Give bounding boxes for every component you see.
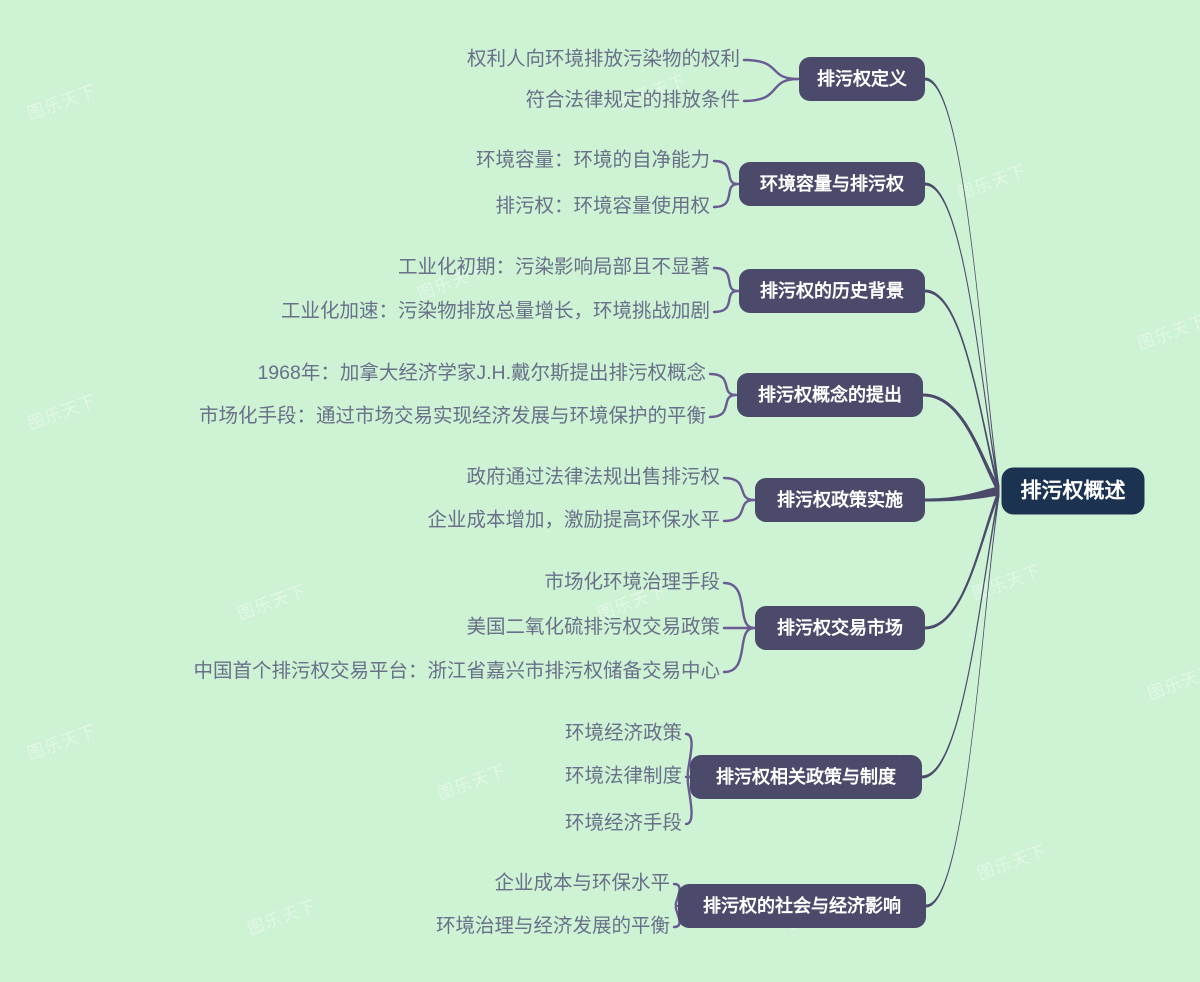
watermark-text: 图乐天下 <box>1135 311 1200 353</box>
watermark-text: 图乐天下 <box>245 896 319 938</box>
branch-node[interactable]: 排污权政策实施 <box>755 478 925 522</box>
branch-node-background <box>739 269 925 313</box>
branch-node[interactable]: 排污权概念的提出 <box>737 373 923 417</box>
branch-node-background <box>678 884 926 928</box>
sub-connector-3-2 <box>712 289 740 314</box>
sub-connector-1-1 <box>742 58 800 81</box>
branch-node-label: 排污权的历史背景 <box>760 280 904 301</box>
branch-node[interactable]: 环境容量与排污权 <box>739 162 925 206</box>
watermark-text: 图乐天下 <box>25 721 99 763</box>
leaf-label[interactable]: 市场化环境治理手段 <box>544 571 720 593</box>
sub-connector-2-2 <box>712 182 740 209</box>
branch-node[interactable]: 排污权相关政策与制度 <box>690 755 922 799</box>
leaf-label[interactable]: 企业成本增加，激励提高环保水平 <box>427 509 720 531</box>
leaf-label[interactable]: 符合法律规定的排放条件 <box>525 89 740 111</box>
watermark-text: 图乐天下 <box>235 581 309 623</box>
leaf-label[interactable]: 权利人向环境排放污染物的权利 <box>467 48 740 70</box>
leaf-label[interactable]: 市场化手段：通过市场交易实现经济发展与环境保护的平衡 <box>199 405 706 427</box>
branch-node[interactable]: 排污权交易市场 <box>755 606 925 650</box>
leaf-label[interactable]: 环境治理与经济发展的平衡 <box>436 915 670 937</box>
sub-connector-5-2 <box>722 498 756 523</box>
sub-connector-2-1 <box>712 159 740 186</box>
leaf-label[interactable]: 工业化加速：污染物排放总量增长，环境挑战加剧 <box>281 300 710 322</box>
leaf-label[interactable]: 美国二氧化硫排污权交易政策 <box>466 616 720 638</box>
sub-connector-7-1 <box>684 732 693 779</box>
branch-node[interactable]: 排污权的历史背景 <box>739 269 925 313</box>
branch-node-label: 排污权概念的提出 <box>758 384 902 405</box>
watermark-text: 图乐天下 <box>435 761 509 803</box>
leaf-label[interactable]: 排污权：环境容量使用权 <box>495 195 710 217</box>
branch-node-background <box>755 606 925 650</box>
branch-node-background <box>739 162 925 206</box>
sub-connector-7-3 <box>684 775 693 826</box>
leaf-label[interactable]: 中国首个排污权交易平台：浙江省嘉兴市排污权储备交易中心 <box>193 660 720 682</box>
leaf-label-layer: 权利人向环境排放污染物的权利符合法律规定的排放条件环境容量：环境的自净能力排污权… <box>193 48 740 937</box>
leaf-label[interactable]: 1968年：加拿大经济学家J.H.戴尔斯提出排污权概念 <box>257 361 706 384</box>
watermark-text: 图乐天下 <box>25 391 99 433</box>
leaf-label[interactable]: 环境经济政策 <box>565 722 682 744</box>
branch-node-background <box>755 478 925 522</box>
leaf-label[interactable]: 政府通过法律法规出售排污权 <box>466 466 720 488</box>
branch-node-background <box>799 57 925 101</box>
leaf-label[interactable]: 环境容量：环境的自净能力 <box>476 149 710 171</box>
sub-connector-6-1 <box>722 581 756 630</box>
branch-node-background <box>737 373 923 417</box>
main-connector-layer <box>922 77 1000 908</box>
node-layer: 排污权定义环境容量与排污权排污权的历史背景排污权概念的提出排污权政策实施排污权交… <box>678 57 1145 928</box>
branch-node-label: 排污权相关政策与制度 <box>716 766 897 787</box>
branch-node-label: 排污权政策实施 <box>777 489 903 510</box>
root-node-background <box>1001 467 1145 515</box>
sub-connector-3-1 <box>712 266 740 293</box>
sub-connector-6-3 <box>722 626 756 674</box>
root-node[interactable]: 排污权概述 <box>1001 467 1145 515</box>
leaf-label[interactable]: 环境法律制度 <box>565 765 682 787</box>
sub-connector-4-1 <box>708 372 738 397</box>
branch-node[interactable]: 排污权定义 <box>799 57 925 101</box>
branch-node-label: 排污权的社会与经济影响 <box>703 895 901 916</box>
root-node-label: 排污权概述 <box>1021 479 1126 503</box>
leaf-label[interactable]: 企业成本与环保水平 <box>494 872 670 894</box>
branch-node-label: 环境容量与排污权 <box>760 173 905 194</box>
branch-node-label: 排污权定义 <box>817 68 907 89</box>
sub-connector-4-2 <box>708 393 738 419</box>
main-connector-8 <box>926 486 1000 908</box>
watermark-text: 图乐天下 <box>975 841 1049 883</box>
watermark-text: 图乐天下 <box>1145 661 1200 703</box>
sub-connector-1-2 <box>742 77 800 103</box>
sub-connector-5-1 <box>722 476 756 502</box>
leaf-label[interactable]: 环境经济手段 <box>565 812 682 834</box>
branch-node[interactable]: 排污权的社会与经济影响 <box>678 884 926 928</box>
main-connector-7 <box>922 486 1000 779</box>
watermark-text: 图乐天下 <box>970 561 1044 603</box>
main-connector-5 <box>925 486 1000 502</box>
branch-node-label: 排污权交易市场 <box>777 617 903 638</box>
main-connector-1 <box>925 77 1000 496</box>
leaf-label[interactable]: 工业化初期：污染影响局部且不显著 <box>398 256 710 278</box>
watermark-text: 图乐天下 <box>955 161 1029 203</box>
watermark-text: 图乐天下 <box>25 81 99 123</box>
branch-node-background <box>690 755 922 799</box>
